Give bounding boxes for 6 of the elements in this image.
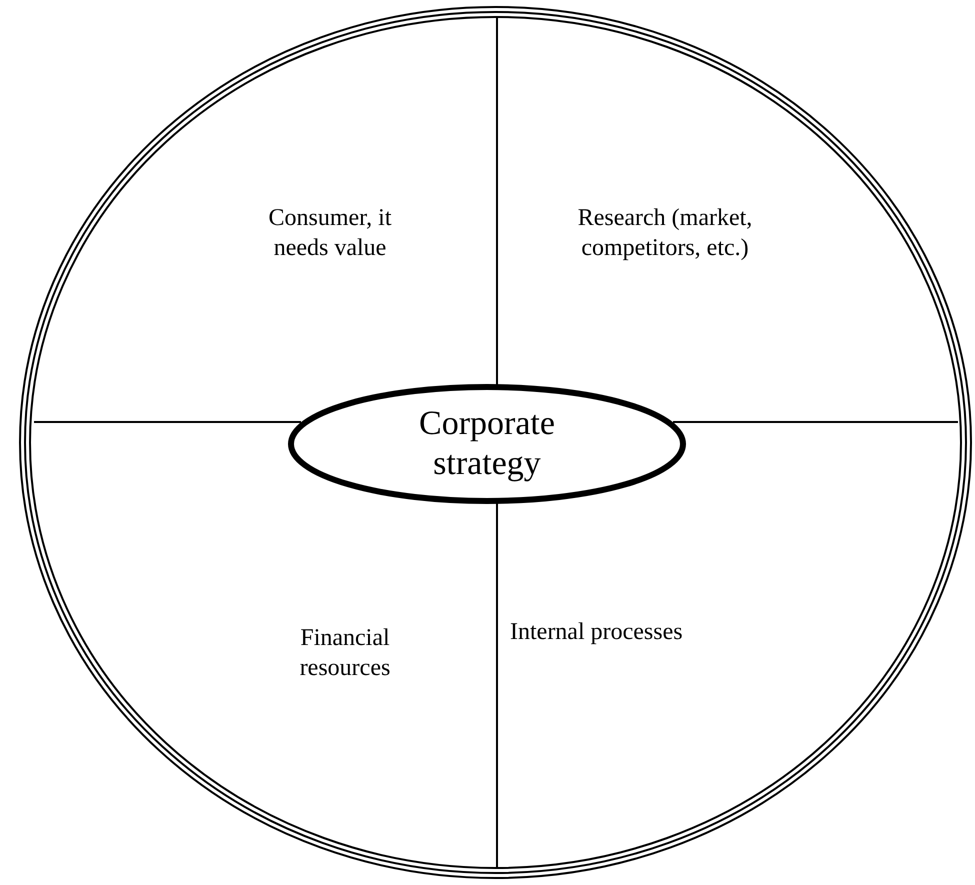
quadrant-label: Research (market, competitors, etc.) xyxy=(576,204,754,263)
center-ellipse: Corporate strategy xyxy=(287,383,687,505)
quadrant-label: Internal processes xyxy=(510,618,684,647)
outer-circle xyxy=(18,5,973,880)
quadrant-label: Consumer, it needs value xyxy=(267,204,393,263)
quadrant-label: Financial resources xyxy=(298,624,392,683)
